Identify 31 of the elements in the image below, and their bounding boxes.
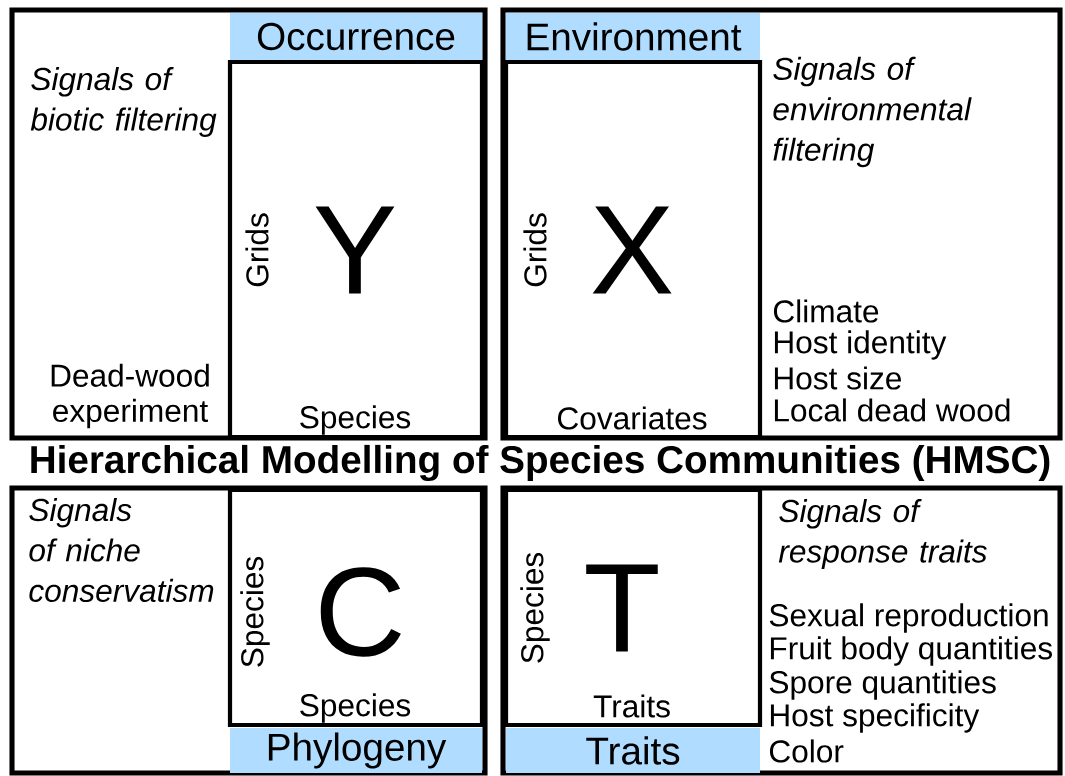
title: Hierarchical Modelling of Species Communities (HMSC) xyxy=(31,444,1050,482)
list-item: Host size xyxy=(774,366,901,390)
matrix-letter: X xyxy=(592,206,672,294)
axis-label: Species xyxy=(240,556,270,667)
header-band: Environment xyxy=(506,13,760,60)
list-item: Fruit body quantities xyxy=(770,636,1052,666)
signal-note: Signals of response traits xyxy=(778,499,987,569)
axis-label: Grids xyxy=(245,213,269,287)
header-band: Phylogeny xyxy=(230,728,482,773)
axis-label: Species xyxy=(300,693,411,723)
list-item: Local dead wood xyxy=(774,398,1010,422)
matrix-letter: Y xyxy=(315,206,395,294)
signal-note: Signals of environmental filtering xyxy=(773,56,972,168)
signal-note: Signals of biotic filtering xyxy=(30,67,217,137)
matrix-letter: T xyxy=(586,564,658,652)
list-item: Climate xyxy=(773,299,879,323)
list-item: Host identity xyxy=(774,330,947,360)
axis-label: Species xyxy=(300,405,411,435)
axis-label: Traits xyxy=(593,694,670,718)
header-band: Traits xyxy=(506,728,760,773)
matrix-letter: C xyxy=(320,567,401,657)
experiment-note: Dead-wood experiment xyxy=(51,363,209,429)
axis-label: Species xyxy=(520,552,550,663)
list-item: Spore quantities xyxy=(769,670,996,700)
axis-label: Grids xyxy=(523,213,547,287)
header-band: Occurrence xyxy=(230,13,482,60)
signal-note: Signals of niche conservatism xyxy=(29,497,214,603)
list-item: Sexual reproduction xyxy=(769,603,1048,633)
axis-label: Covariates xyxy=(558,406,707,430)
list-item: Color xyxy=(769,739,844,763)
list-item: Host specificity xyxy=(770,703,980,733)
